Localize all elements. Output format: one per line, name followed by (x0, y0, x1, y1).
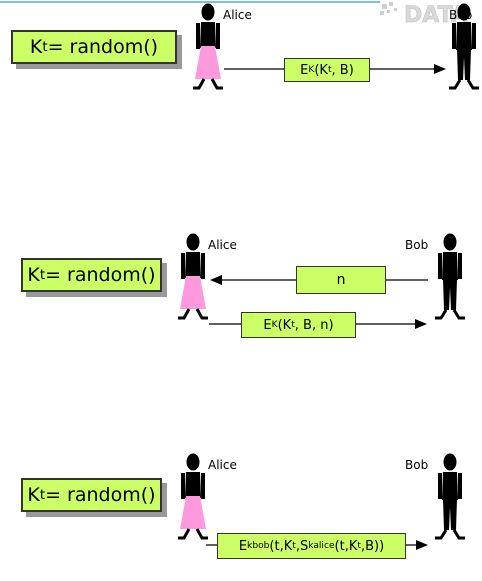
bob-figure-1 (446, 2, 482, 92)
alice-figure-2 (175, 232, 211, 322)
bob-label-1: Bob (449, 8, 473, 22)
alice-label-1: Alice (223, 8, 252, 22)
bob-label-3: Bob (405, 458, 429, 472)
bob-figure-2 (432, 232, 468, 322)
top-rule (0, 1, 380, 3)
key-expression: = random() (47, 36, 159, 58)
alice-label-3: Alice (208, 458, 237, 472)
alice-figure-3 (175, 452, 211, 542)
bob-label-2: Bob (405, 238, 429, 252)
alice-label-2: Alice (208, 238, 237, 252)
logo-text: DATA (404, 3, 468, 26)
brand-logo: DATA (378, 0, 482, 26)
key-subscript: t (42, 39, 48, 55)
bob-figure-3 (432, 452, 468, 542)
alice-figure-1 (190, 2, 226, 92)
key-symbol: K (29, 36, 43, 58)
nonce-box: n (296, 266, 386, 294)
